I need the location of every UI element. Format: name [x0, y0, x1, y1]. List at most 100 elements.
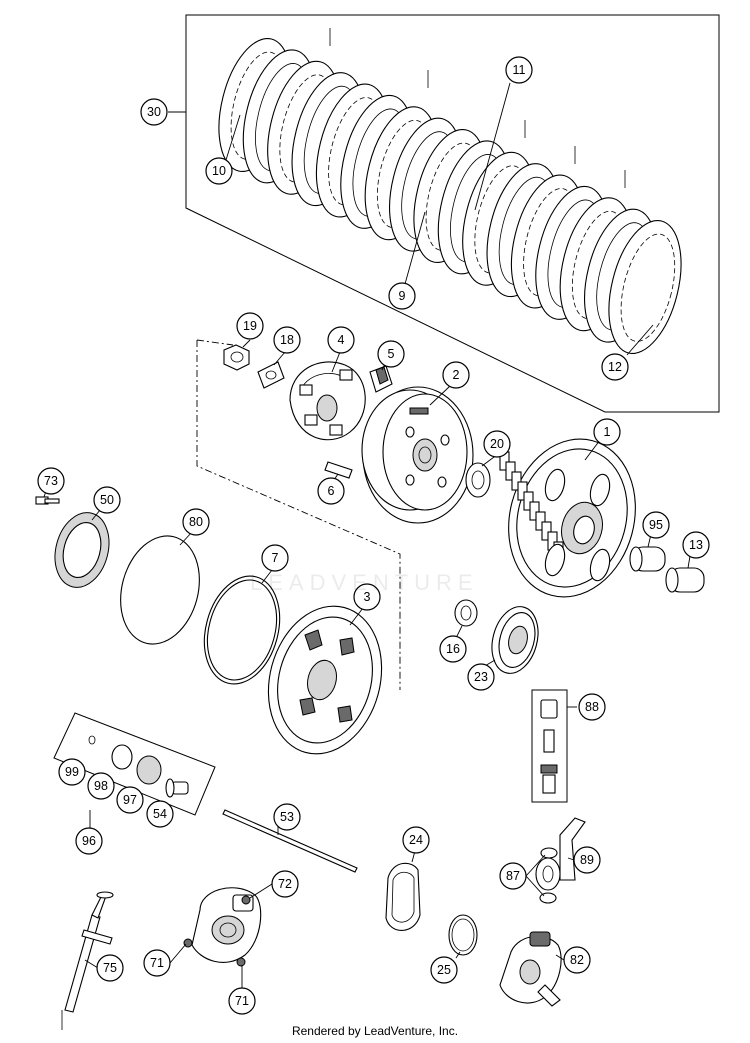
svg-text:99: 99	[65, 765, 79, 779]
svg-text:82: 82	[570, 953, 584, 967]
callout-20: 20	[483, 430, 511, 458]
callout-12: 12	[601, 353, 629, 381]
callout-1: 1	[593, 418, 621, 446]
svg-text:25: 25	[437, 963, 451, 977]
svg-text:50: 50	[100, 493, 114, 507]
svg-text:54: 54	[153, 807, 167, 821]
collar-nut	[454, 599, 478, 627]
svg-text:71: 71	[235, 994, 249, 1008]
svg-text:11: 11	[513, 63, 526, 77]
callout-3: 3	[353, 583, 381, 611]
nut	[223, 344, 250, 371]
callout-2: 2	[442, 361, 470, 389]
svg-text:2: 2	[453, 368, 460, 382]
slave-piston-kit	[53, 712, 216, 816]
lock-washer	[257, 361, 285, 389]
callout-54: 54	[146, 800, 174, 828]
svg-text:96: 96	[82, 834, 96, 848]
callout-80: 80	[182, 508, 210, 536]
callout-30: 30	[140, 98, 168, 126]
svg-text:6: 6	[328, 484, 335, 498]
svg-text:19: 19	[243, 319, 257, 333]
hub-group-outline	[196, 340, 401, 690]
callout-71b: 71	[228, 987, 256, 1015]
svg-text:16: 16	[446, 642, 460, 656]
clutch-actuator	[499, 931, 562, 1007]
callout-24: 24	[402, 826, 430, 854]
callout-98: 98	[87, 772, 115, 800]
svg-text:5: 5	[388, 347, 395, 361]
callout-9: 9	[388, 282, 416, 310]
callout-72: 72	[271, 870, 299, 898]
svg-text:97: 97	[123, 793, 137, 807]
svg-text:12: 12	[608, 360, 622, 374]
inner-hub	[361, 386, 474, 524]
svg-text:88: 88	[585, 700, 599, 714]
slave-cylinder	[183, 887, 262, 967]
svg-text:24: 24	[409, 833, 423, 847]
svg-text:71: 71	[150, 956, 164, 970]
callout-7: 7	[261, 544, 289, 572]
svg-text:7: 7	[272, 551, 279, 565]
clutch-basket	[499, 438, 636, 598]
banjo-fitting	[535, 817, 586, 891]
callout-96: 96	[75, 827, 103, 855]
callout-71a: 71	[143, 949, 171, 977]
svg-text:80: 80	[189, 515, 203, 529]
svg-text:1: 1	[604, 425, 611, 439]
svg-text:4: 4	[338, 333, 345, 347]
clutch-plate-pack	[185, 14, 720, 413]
seal-ring	[448, 914, 478, 956]
plate-pack-frame	[185, 14, 720, 413]
footer-credit: Rendered by LeadVenture, Inc.	[291, 1024, 459, 1038]
svg-text:18: 18	[280, 333, 294, 347]
callout-18: 18	[273, 326, 301, 354]
svg-text:75: 75	[103, 961, 117, 975]
callout-11: 11	[505, 56, 533, 84]
callout-95: 95	[642, 511, 670, 539]
svg-text:53: 53	[280, 810, 294, 824]
svg-text:3: 3	[364, 590, 371, 604]
needle-bearing	[629, 546, 666, 572]
pin	[324, 461, 353, 479]
callout-53: 53	[273, 803, 301, 831]
svg-text:23: 23	[474, 670, 488, 684]
callout-10: 10	[205, 157, 233, 185]
grease-syringe	[61, 891, 114, 1030]
thrust-washer	[465, 462, 491, 498]
callout-50: 50	[93, 486, 121, 514]
callout-82: 82	[563, 946, 591, 974]
clutch-plates	[218, 37, 682, 355]
callout-13: 13	[682, 531, 710, 559]
svg-text:98: 98	[94, 779, 108, 793]
callout-16: 16	[439, 635, 467, 663]
pressure-plate	[267, 605, 383, 755]
pressure-cap	[289, 361, 366, 441]
svg-text:30: 30	[147, 105, 161, 119]
callout-97: 97	[116, 786, 144, 814]
svg-text:95: 95	[649, 518, 663, 532]
watermark: LEADVENTURE	[250, 570, 479, 595]
piston-kit-frame	[53, 712, 216, 816]
bolt	[35, 496, 60, 505]
svg-text:9: 9	[399, 289, 406, 303]
callout-5: 5	[377, 340, 405, 368]
bleeder-kit	[531, 689, 568, 803]
callout-75: 75	[96, 954, 124, 982]
friction-disc	[120, 535, 200, 645]
svg-text:13: 13	[689, 538, 703, 552]
callout-73: 73	[37, 467, 65, 495]
svg-text:72: 72	[278, 877, 292, 891]
callout-99: 99	[58, 758, 86, 786]
callout-89: 89	[573, 846, 601, 874]
callout-23: 23	[467, 663, 495, 691]
primary-gear	[491, 606, 539, 674]
pushrod	[222, 809, 358, 873]
callout-4: 4	[327, 326, 355, 354]
bushing	[665, 567, 705, 593]
gasket	[385, 862, 421, 931]
svg-text:10: 10	[212, 164, 226, 178]
callout-87: 87	[499, 862, 527, 890]
callout-25: 25	[430, 956, 458, 984]
